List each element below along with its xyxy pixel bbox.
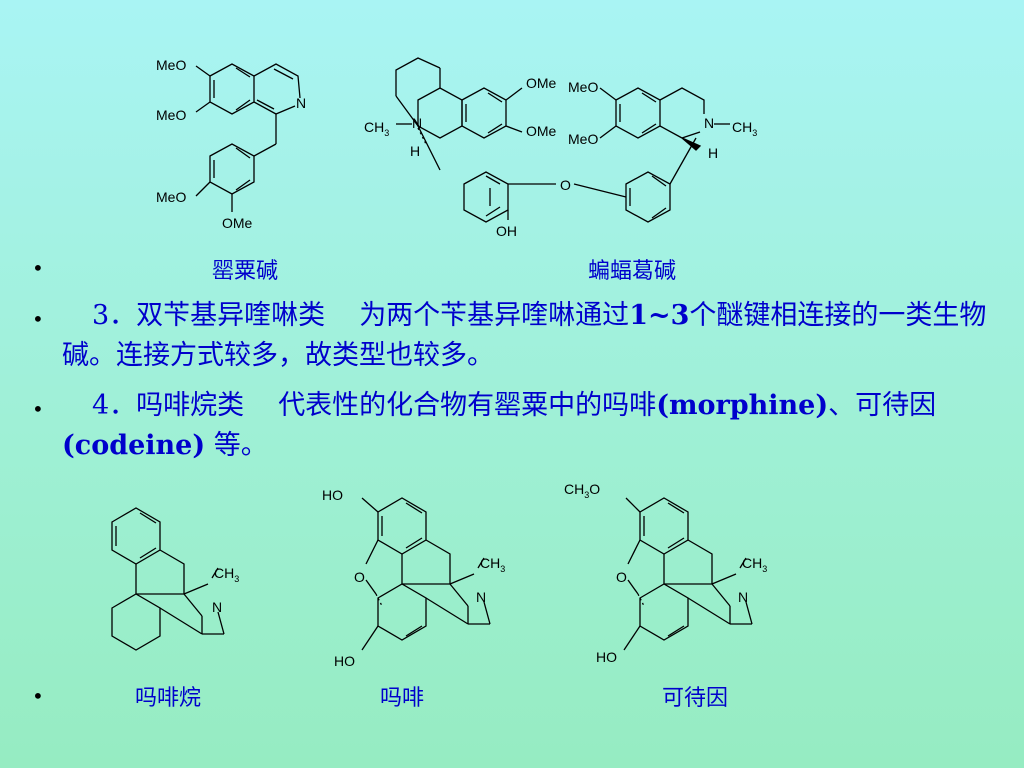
bat-alkaloid-caption: 蝙蝠葛碱	[588, 259, 677, 284]
methyl-label: CH3	[732, 119, 757, 138]
ether-oxygen-label: O	[560, 177, 571, 193]
morphinan-caption: 吗啡烷	[135, 686, 202, 711]
meo-label: MeO	[156, 189, 186, 205]
item4-text: 、可待因	[828, 390, 937, 421]
nitrogen-label: N	[296, 95, 306, 111]
morphine-caption: 吗啡	[380, 686, 425, 711]
ho-label: HO	[334, 653, 355, 669]
ring-oxygen-label: O	[354, 569, 365, 585]
meo-label: MeO	[156, 107, 186, 123]
nitrogen-label: N	[412, 115, 422, 131]
item4-paragraph: 4．吗啡烷类 代表性的化合物有罂粟中的吗啡(morphine)、可待因 (codei…	[62, 386, 1022, 466]
papaverine-structure: MeO MeO N MeO OMe	[140, 40, 340, 240]
oh-label: OH	[496, 223, 517, 239]
ho-label: HO	[322, 487, 343, 503]
bullet: •	[32, 307, 44, 331]
item3-text: 个醚键相连接的一类生物碱。连接方式较多，故类型也较多。	[62, 300, 987, 371]
item3-heading: 3．双苄基异喹啉类	[92, 300, 326, 331]
hydrogen-label: H	[708, 145, 718, 161]
nitrogen-label: N	[704, 115, 714, 131]
morphine-structure: HO O N CH3 HO	[320, 482, 520, 672]
item4-morphine: (morphine)	[656, 390, 829, 421]
bat-alkaloid-structure: CH3 N H OMe OMe O OH MeO MeO N CH3 H	[360, 57, 790, 239]
meo-label: MeO	[568, 79, 598, 95]
meo-label: MeO	[156, 57, 186, 73]
item4-codeine: (codeine)	[62, 430, 206, 461]
item3-range: 1~3	[629, 300, 690, 331]
nitrogen-label: N	[738, 589, 748, 605]
methyl-label: CH3	[742, 555, 767, 574]
ome-label: OMe	[222, 215, 253, 231]
codeine-caption: 可待因	[662, 686, 729, 711]
item3-text: 为两个苄基异喹啉通过	[359, 300, 630, 331]
item3-paragraph: 3．双苄基异喹啉类 为两个苄基异喹啉通过1~3个醚键相连接的一类生物碱。连接方式较…	[62, 296, 1002, 376]
ho-label: HO	[596, 649, 617, 665]
item4-text: 等。	[205, 430, 268, 461]
hydrogen-label: H	[410, 143, 420, 159]
item4-text: 代表性的化合物有罂粟中的吗啡	[278, 390, 657, 421]
bullet: •	[32, 397, 44, 421]
item4-heading: 4．吗啡烷类	[92, 390, 245, 421]
papaverine-caption: 罂粟碱	[212, 259, 279, 284]
methyl-label: CH3	[214, 565, 239, 584]
methyl-label: CH3	[480, 555, 505, 574]
methoxy-label: CH3O	[564, 481, 600, 500]
nitrogen-label: N	[212, 599, 222, 615]
methyl-label: CH3	[364, 119, 389, 138]
meo-label: MeO	[568, 131, 598, 147]
nitrogen-label: N	[476, 589, 486, 605]
ring-oxygen-label: O	[616, 569, 627, 585]
ome-label: OMe	[526, 75, 557, 91]
morphinan-structure: N CH3	[100, 492, 280, 672]
codeine-structure: CH3O O N CH3 HO	[564, 481, 792, 672]
bullet: •	[32, 684, 44, 708]
bullet: •	[32, 256, 44, 280]
ome-label: OMe	[526, 123, 557, 139]
